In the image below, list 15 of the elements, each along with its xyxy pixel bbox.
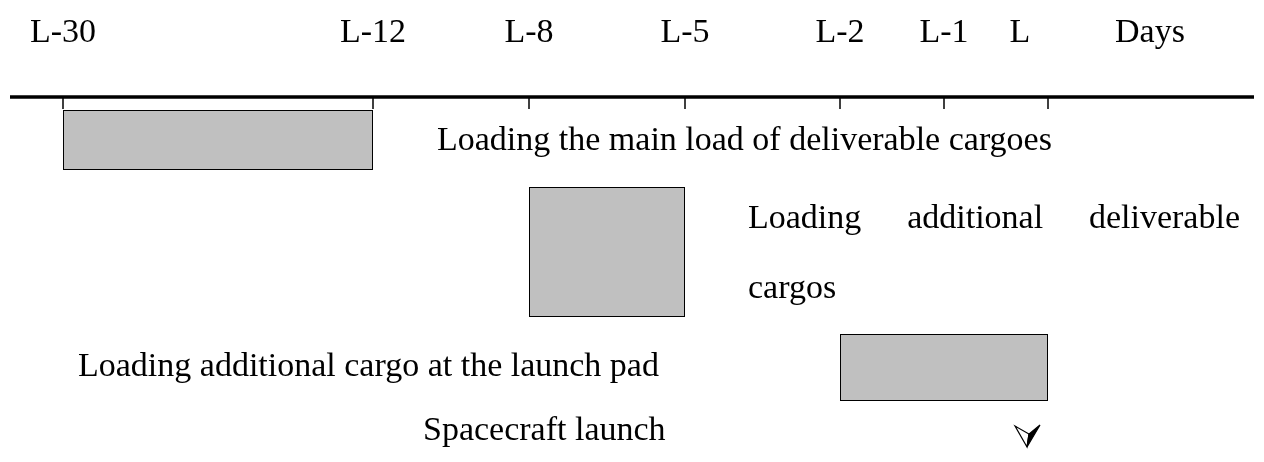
tick-label: L-1 <box>919 12 969 50</box>
task-label: Loading additional deliverable cargos <box>748 197 1240 307</box>
axis-title: Days <box>1115 12 1185 50</box>
task-bar <box>529 187 685 317</box>
task-label: Loading additional cargo at the launch pad <box>78 346 659 384</box>
tick-label: L-12 <box>340 12 407 50</box>
tick-label: L-30 <box>30 12 97 50</box>
task-label: Loading the main load of deliverable cargoes <box>437 120 1052 158</box>
tick-label: L-5 <box>660 12 710 50</box>
tick-label: L-2 <box>815 12 865 50</box>
tick-label: L-8 <box>504 12 554 50</box>
task-bar <box>840 334 1048 401</box>
event-label: Spacecraft launch <box>423 410 666 448</box>
task-bar <box>63 110 373 170</box>
tick-label: L <box>1009 12 1031 50</box>
